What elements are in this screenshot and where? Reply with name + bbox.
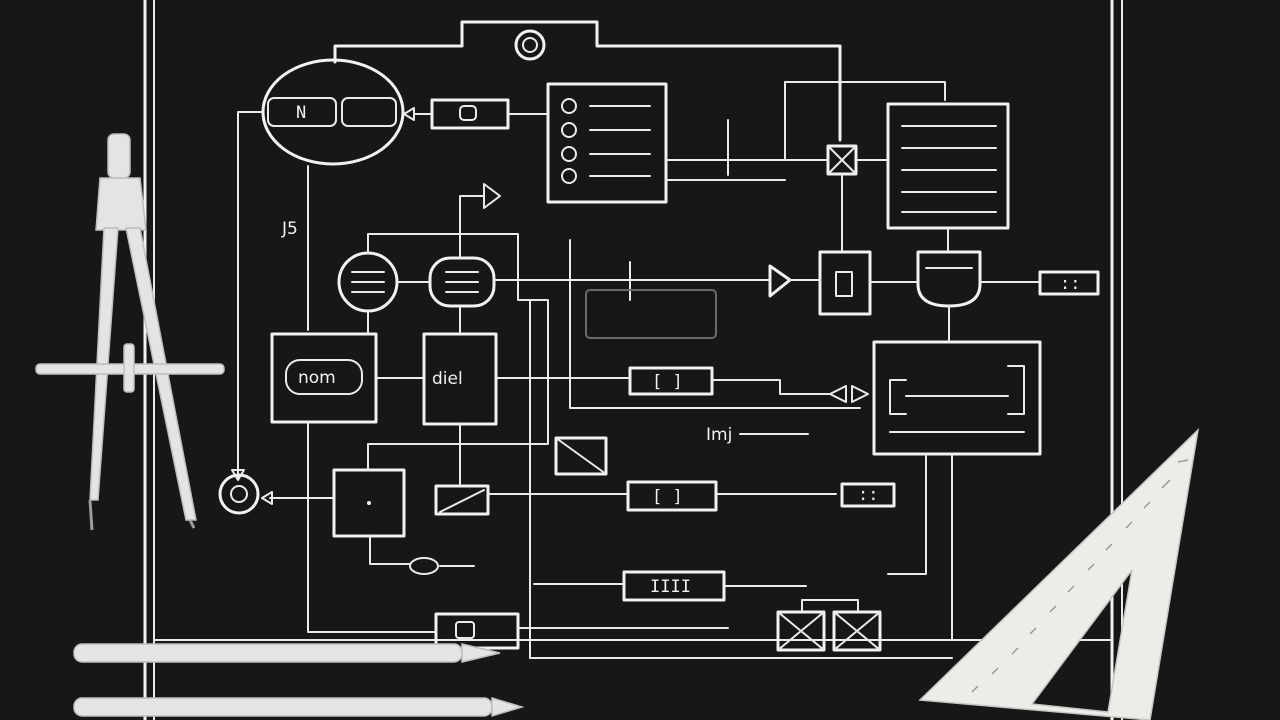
ruler-ticks bbox=[971, 459, 1189, 693]
pencil-upper bbox=[73, 643, 501, 663]
cross-junction bbox=[826, 144, 889, 251]
output-tag-label: :: bbox=[1060, 274, 1080, 294]
lower-small-box bbox=[626, 480, 718, 512]
top-connector bbox=[333, 20, 946, 161]
set-square-triangle bbox=[918, 427, 1200, 720]
lower-small-box-label: [ ] bbox=[652, 487, 683, 507]
flow-diagram: N bbox=[218, 20, 1100, 659]
counter-box-label: IIII bbox=[650, 577, 691, 597]
diagonal-box bbox=[434, 484, 490, 516]
oval-node-label: N bbox=[296, 103, 306, 123]
ghost-rectangle bbox=[585, 289, 717, 339]
output-tag bbox=[1038, 270, 1100, 296]
left-margin-note: J5 bbox=[281, 219, 298, 239]
lower-right-tag bbox=[840, 482, 896, 508]
gate-node bbox=[916, 250, 1039, 341]
hatched-square bbox=[554, 436, 608, 476]
mid-small-box-label: [ ] bbox=[652, 372, 683, 392]
round-node-center bbox=[428, 256, 496, 308]
list-box bbox=[546, 82, 668, 204]
terminal-node bbox=[218, 473, 260, 515]
cross-boxes bbox=[776, 599, 882, 652]
lower-right-tag-label: :: bbox=[858, 485, 878, 505]
diel-box-label: diel bbox=[432, 369, 463, 389]
document-box bbox=[886, 102, 1010, 251]
pencil-lower bbox=[73, 696, 525, 718]
drafting-compass bbox=[35, 133, 225, 531]
nom-box: nom bbox=[270, 332, 378, 424]
switch-box bbox=[818, 250, 919, 316]
side-note: Imj bbox=[706, 425, 732, 445]
nom-box-label: nom bbox=[298, 368, 336, 388]
process-box bbox=[872, 340, 1042, 456]
